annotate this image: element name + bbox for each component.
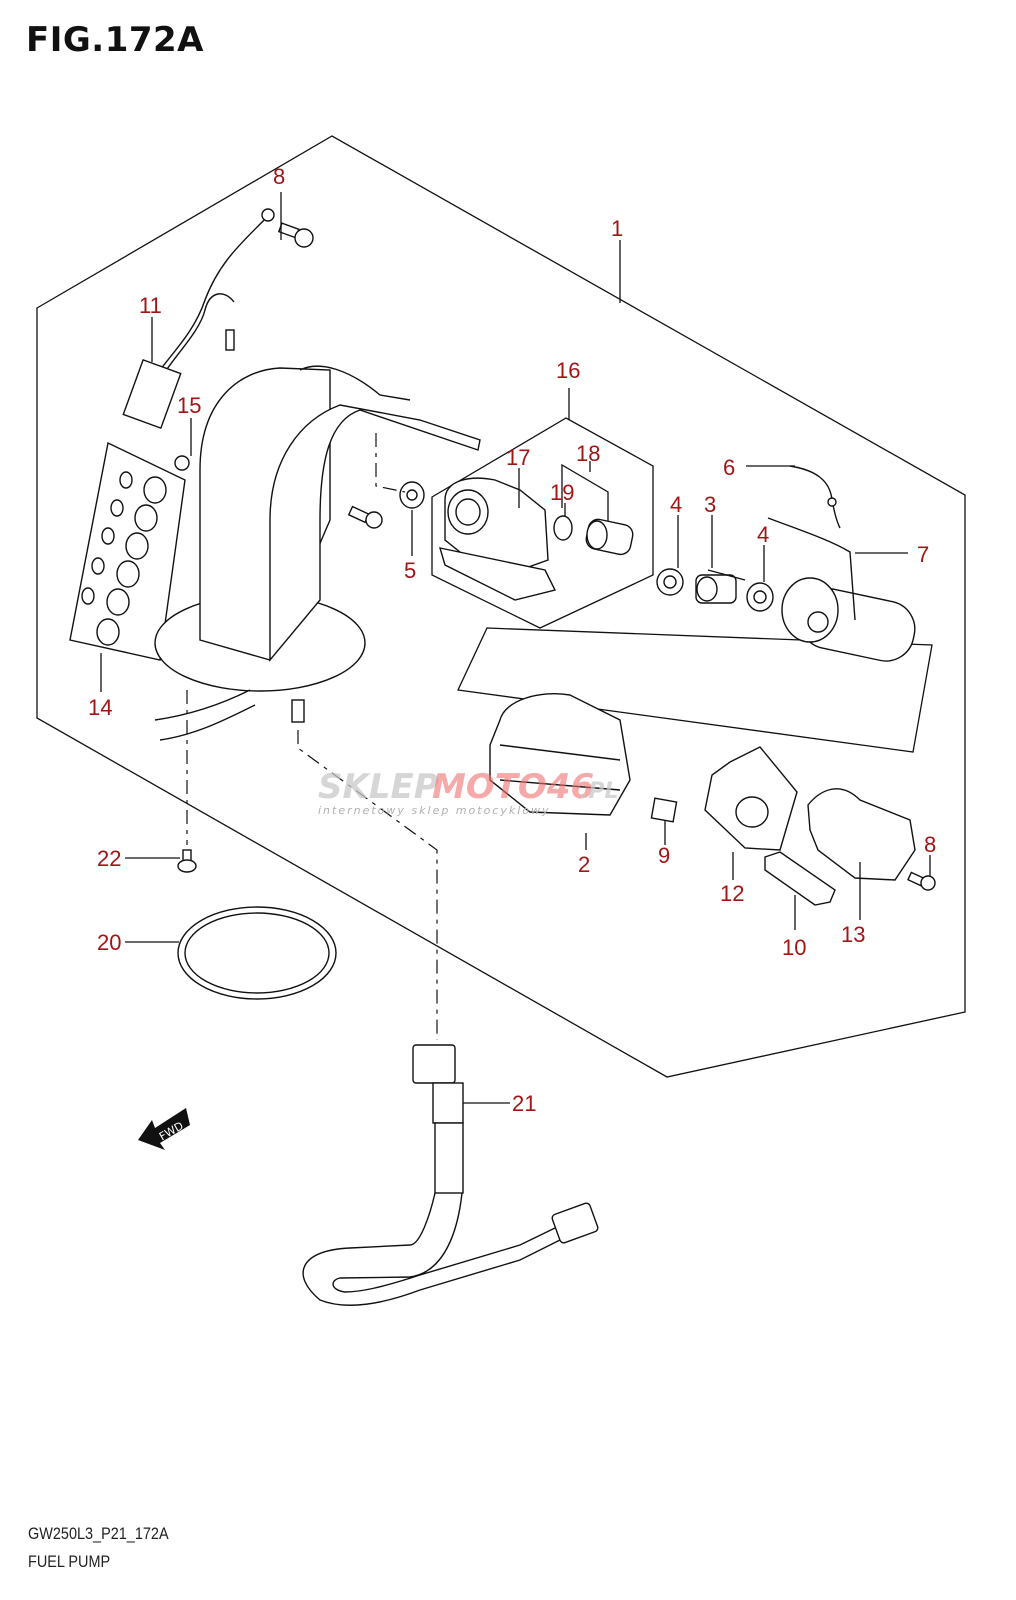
callout-4b: 4 <box>757 522 769 547</box>
callout-11: 11 <box>139 293 162 318</box>
callout-20: 20 <box>97 930 121 955</box>
fuel-filter-part <box>704 746 798 851</box>
regulator-part <box>585 518 634 556</box>
callout-4a: 4 <box>670 492 682 517</box>
watermark: SKLEP MOTO46 .PL internetowy sklep motoc… <box>318 767 619 817</box>
washer-part-b <box>746 582 774 612</box>
fuel-level-guard-part <box>69 441 186 661</box>
regulator-bracket <box>561 463 609 540</box>
callout-6: 6 <box>723 455 735 480</box>
callout-8a: 8 <box>273 164 285 189</box>
pump-holder-case-part <box>489 693 631 816</box>
pump-module-boundary <box>457 627 933 753</box>
callout-14: 14 <box>88 695 112 720</box>
callout-3: 3 <box>704 492 716 517</box>
o-ring-part <box>553 515 573 541</box>
callout-21: 21 <box>512 1091 536 1116</box>
gasket-ring-part <box>177 906 337 1000</box>
screw-part-top <box>277 222 314 248</box>
regulator-body-part <box>438 477 557 601</box>
clip-part <box>650 797 678 823</box>
callout-5: 5 <box>404 558 416 583</box>
callout-9: 9 <box>658 843 670 868</box>
assembly-boundary <box>36 135 966 1078</box>
watermark-brand-red: MOTO46 <box>432 767 594 807</box>
forward-arrow-icon: FWD <box>138 1108 190 1150</box>
figure-name: FUEL PUMP <box>28 1552 111 1571</box>
fuel-hose-part <box>302 1044 599 1306</box>
callout-1: 1 <box>611 216 623 241</box>
leader-lines <box>100 192 931 1104</box>
wire-harness-part <box>122 208 275 429</box>
watermark-brand-grey: SKLEP <box>318 767 439 807</box>
cushion-part <box>399 481 425 509</box>
callout-17: 17 <box>506 445 530 470</box>
callout-7: 7 <box>917 542 929 567</box>
bracket-screw-part <box>347 505 383 529</box>
callout-18: 18 <box>576 441 600 466</box>
callout-13: 13 <box>841 922 865 947</box>
watermark-subtitle: internetowy sklep motocyklowy <box>318 804 551 817</box>
damper-part <box>764 851 836 906</box>
callout-19: 19 <box>550 480 574 505</box>
pump-cover-part <box>807 788 916 881</box>
callout-12: 12 <box>720 881 744 906</box>
screw-part-bottom <box>907 871 936 891</box>
callout-10: 10 <box>782 935 806 960</box>
figure-title: FIG.172A <box>26 20 204 60</box>
callout-15: 15 <box>177 393 201 418</box>
callout-2: 2 <box>578 852 590 877</box>
pump-damper-part <box>695 569 746 604</box>
watermark-brand-suffix: .PL <box>580 779 619 804</box>
washer-part-a <box>656 568 684 596</box>
fuel-pump-motor-part <box>767 465 916 662</box>
figure-code: GW250L3_P21_172A <box>28 1524 169 1543</box>
callout-22: 22 <box>97 846 121 871</box>
pump-bracket-part <box>154 365 481 741</box>
clamp-part <box>174 455 190 471</box>
regulator-set-boundary <box>431 417 654 629</box>
callout-8b: 8 <box>924 832 936 857</box>
bolt-part <box>177 849 197 873</box>
callout-16: 16 <box>556 358 580 383</box>
